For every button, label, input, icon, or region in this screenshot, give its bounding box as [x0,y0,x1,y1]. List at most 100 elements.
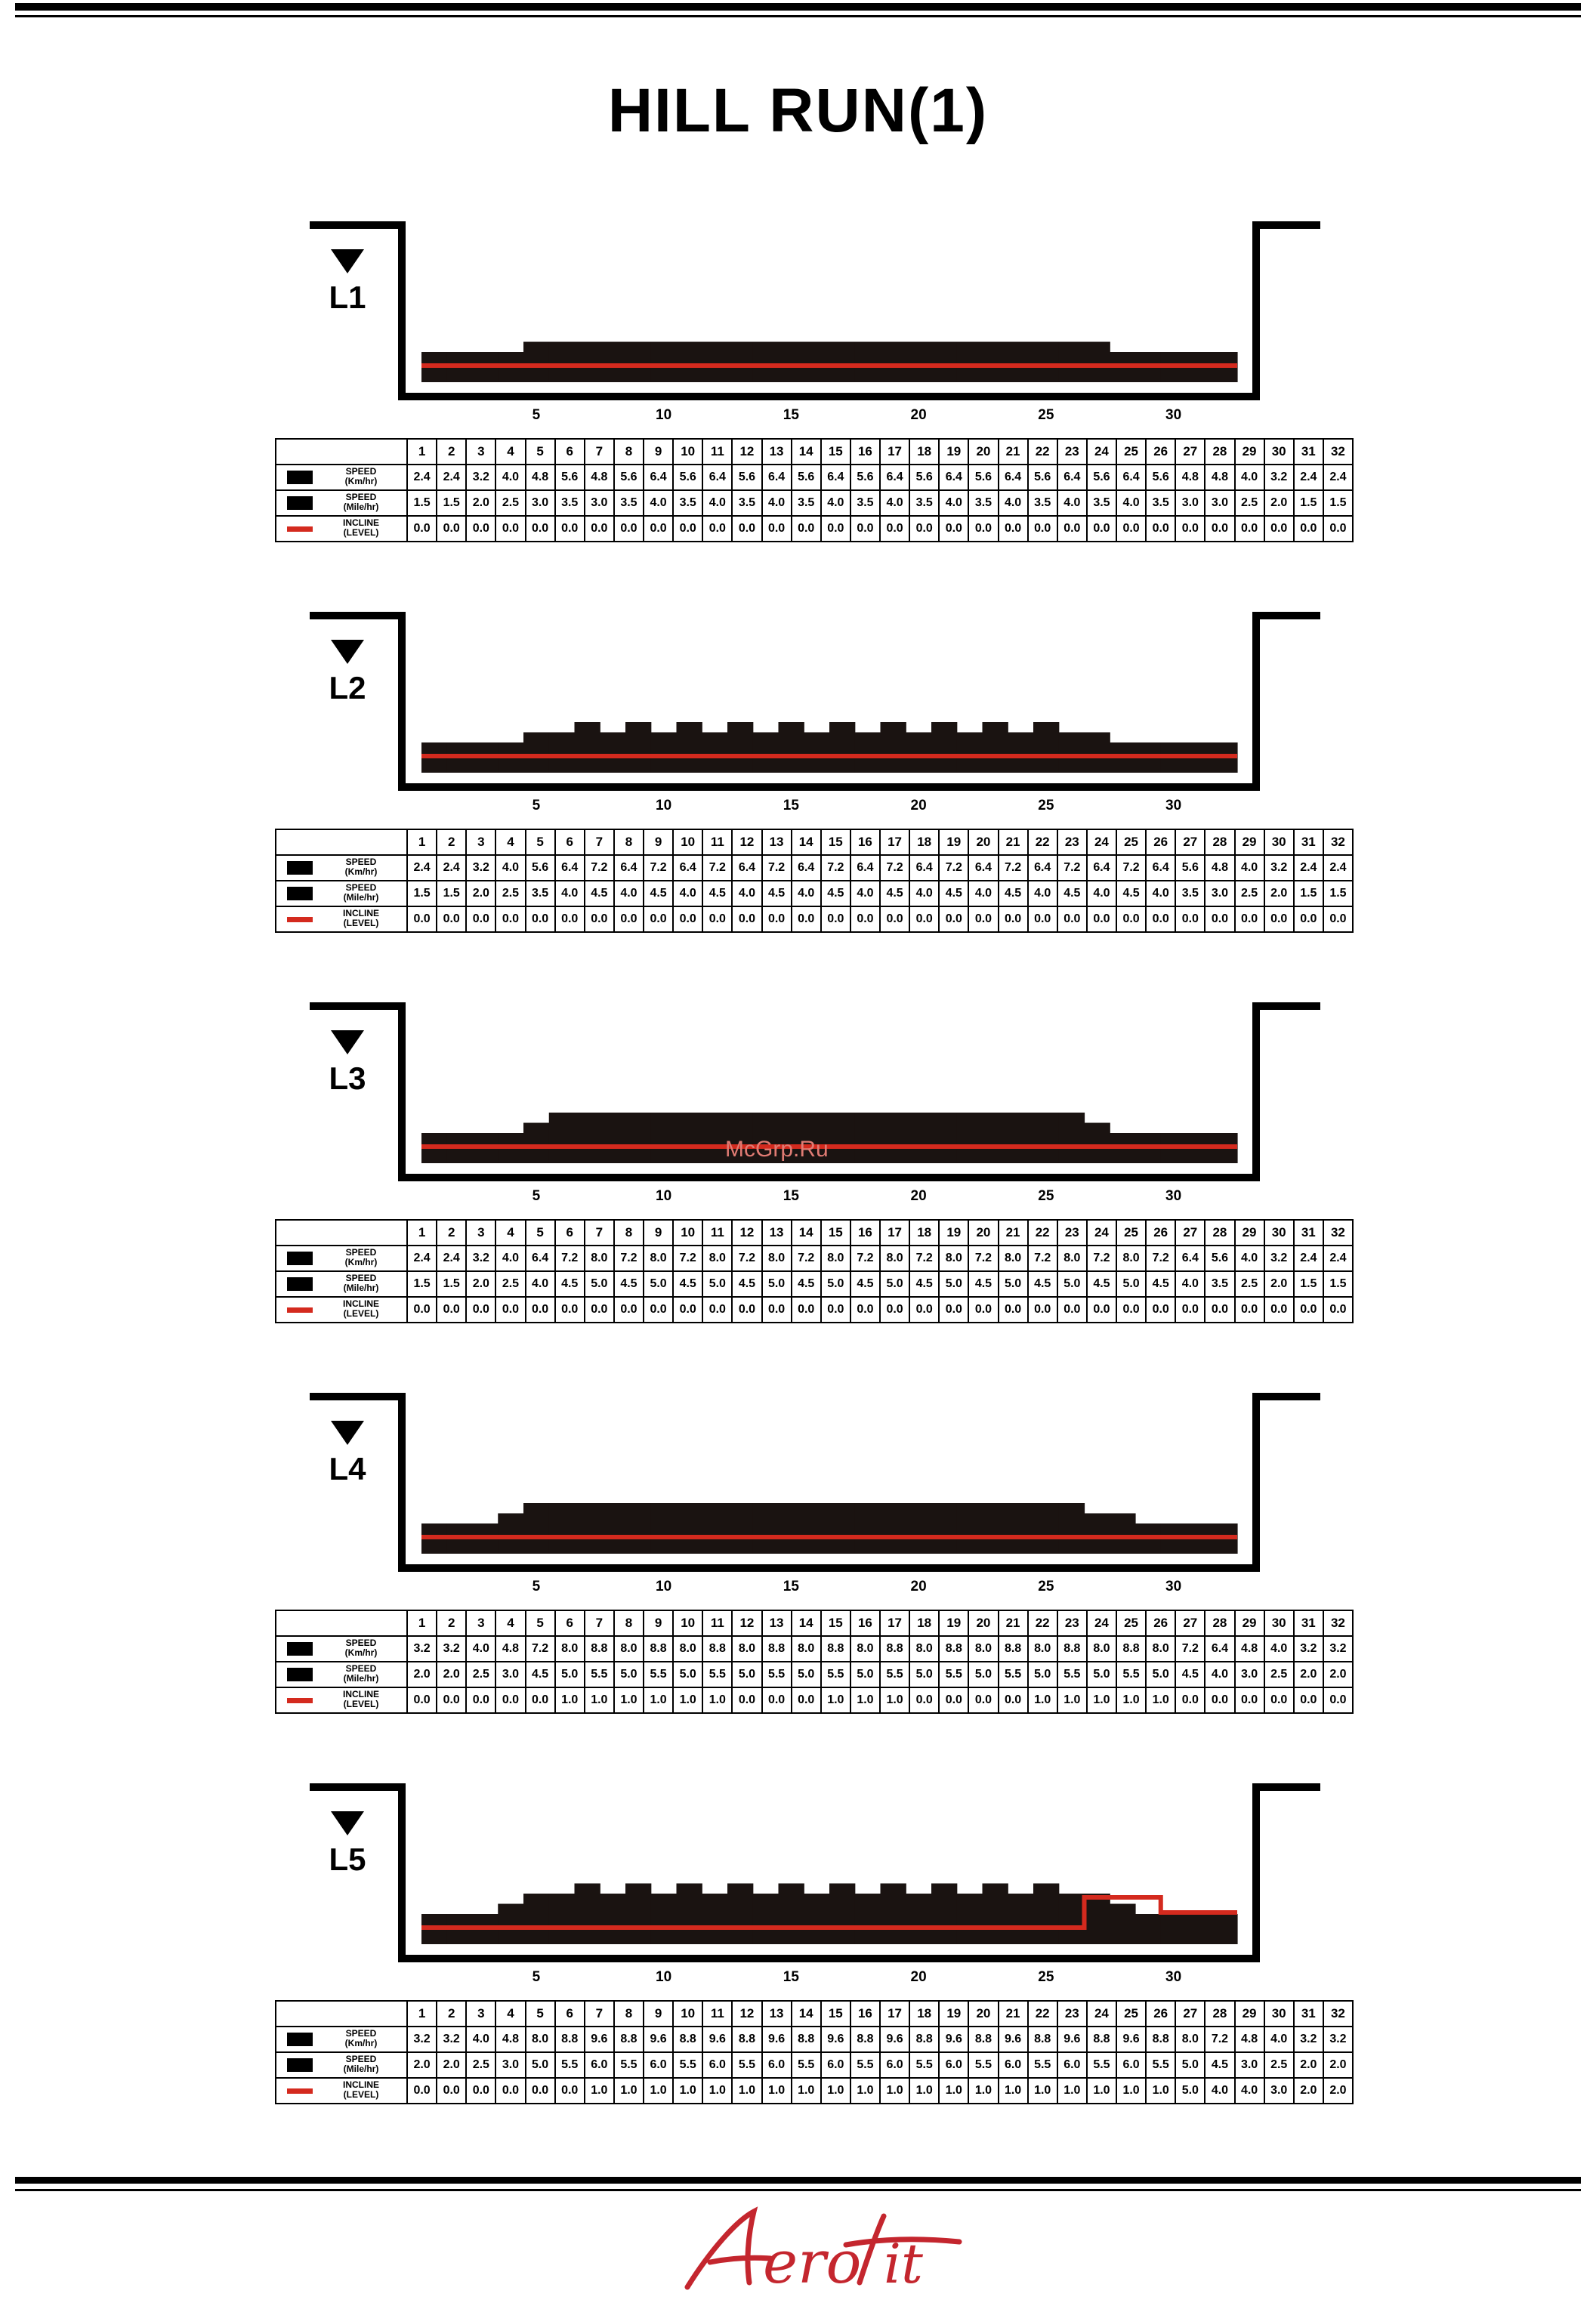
table-cell: 0.0 [583,906,615,933]
table-cell: 0.0 [465,515,497,542]
table-cell: 0.0 [436,515,468,542]
level-marker-icon [331,1421,364,1445]
segment-number: 1 [406,2000,438,2027]
speed-bar [906,732,932,773]
table-cell: 0.0 [554,2077,585,2104]
speed-bar [548,1503,576,1554]
speed-bar [727,341,754,382]
table-cell: 2.5 [495,489,526,517]
table-cell: 3.2 [1322,1635,1354,1662]
table-cell: 0.0 [968,1687,999,1714]
table-cell: 0.0 [1263,515,1295,542]
speed-bar [650,732,678,773]
speed-bar [829,1503,856,1554]
segment-number: 17 [878,2000,911,2027]
segment-number: 32 [1322,1219,1354,1246]
speed-bar [676,1883,702,1944]
row-legend: SPEED(Mile/hr) [275,2051,408,2079]
table-cell: 7.2 [761,854,792,881]
segment-number: 31 [1292,1610,1324,1637]
table-cell: 8.0 [672,1635,704,1662]
speed-bar [676,1113,702,1163]
table-cell: 1.5 [406,489,438,517]
speed-bar [982,1883,1008,1944]
speed-bar [931,341,958,382]
segment-number: 6 [554,1219,585,1246]
segment-number: 17 [878,1219,911,1246]
table-cell: 6.4 [790,854,822,881]
speed-bar [727,1113,754,1163]
table-cell: 0.0 [1292,1687,1324,1714]
table-cell: 6.4 [938,464,970,491]
axis-tick-label: 30 [1165,798,1181,813]
segment-number: 30 [1263,829,1295,856]
table-cell: 8.8 [849,2026,881,2053]
table-cell: 3.2 [1292,2026,1324,2053]
segment-number: 23 [1056,1610,1088,1637]
segment-number: 5 [524,829,556,856]
axis-tick-label: 20 [911,1188,927,1204]
speed-bar [676,722,702,773]
segment-number: 24 [1085,2000,1118,2027]
segment-number: 31 [1292,2000,1324,2027]
table-cell: 4.5 [878,880,911,907]
table-cell: 0.0 [1085,906,1118,933]
table-cell: 4.0 [761,489,792,517]
speed-bar [982,1113,1008,1163]
table-cell: 0.0 [968,515,999,542]
segment-number: 29 [1233,2000,1265,2027]
table-cell: 0.0 [1026,515,1058,542]
table-cell: 6.4 [1056,464,1088,491]
table-cell: 6.4 [1115,464,1147,491]
table-cell: 9.6 [702,2026,733,2053]
table-cell: 8.0 [702,1245,733,1272]
top-rule-thick [15,3,1581,11]
table-cell: 6.4 [731,854,763,881]
table-cell: 1.0 [731,2077,763,2104]
table-cell: 1.5 [1292,489,1324,517]
table-cell: 8.8 [790,2026,822,2053]
segment-number: 25 [1115,829,1147,856]
table-cell: 4.0 [938,489,970,517]
table-cell: 0.0 [1263,1296,1295,1323]
table-cell: 3.2 [406,1635,438,1662]
speed-bar [880,722,906,773]
segment-number: 4 [495,2000,526,2027]
row-legend: SPEED(Mile/hr) [275,1661,408,1688]
table-cell: 4.5 [968,1270,999,1298]
segment-number: 21 [997,829,1029,856]
table-cell: 0.0 [642,515,675,542]
table-cell: 5.6 [1085,464,1118,491]
table-cell: 3.5 [554,489,585,517]
table-cell: 0.0 [436,2077,468,2104]
speed-bar [523,1503,550,1554]
table-cell: 1.0 [672,1687,704,1714]
table-cell: 1.0 [1085,2077,1118,2104]
segment-number: 15 [820,829,851,856]
table-cell: 0.0 [583,1296,615,1323]
segment-number: 23 [1056,438,1088,465]
table-cell: 5.0 [613,1661,645,1688]
table-cell: 5.5 [968,2051,999,2079]
table-cell: 5.6 [672,464,704,491]
table-cell: 7.2 [1056,854,1088,881]
table-cell: 0.0 [1233,906,1265,933]
table-cell: 3.0 [1263,2077,1295,2104]
speed-bar [778,1113,804,1163]
segment-number: 5 [524,2000,556,2027]
table-cell: 4.5 [524,1661,556,1688]
row-legend: SPEED(Km/hr) [275,854,408,881]
speed-bar [548,1894,576,1944]
table-cell: 2.4 [1322,1245,1354,1272]
table-cell: 0.0 [1204,1687,1236,1714]
table-cell: 4.0 [731,880,763,907]
table-cell: 0.0 [465,2077,497,2104]
table-cell: 3.5 [1204,1270,1236,1298]
table-cell: 5.6 [909,464,940,491]
table-cell: 3.0 [495,2051,526,2079]
speed-bar [1033,1883,1060,1944]
